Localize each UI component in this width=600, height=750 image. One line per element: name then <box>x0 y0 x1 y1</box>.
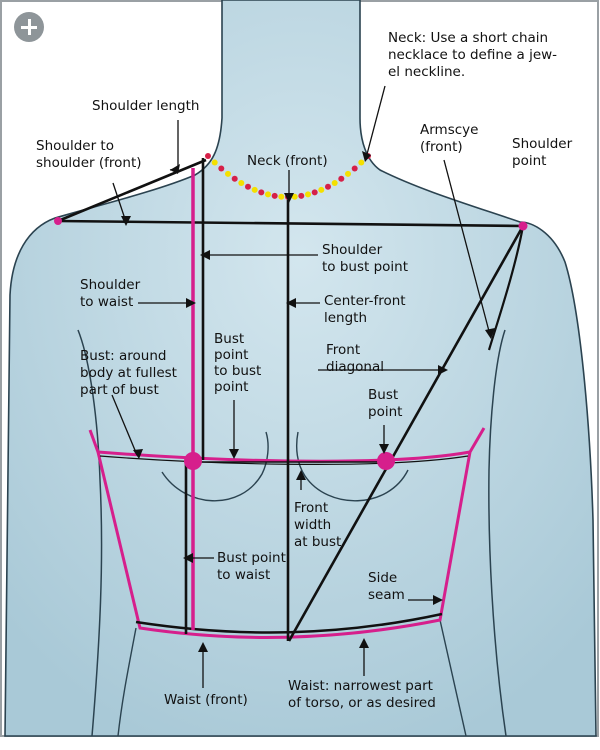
plus-circle-icon[interactable] <box>14 12 44 42</box>
left-bust-curve <box>161 431 269 502</box>
shoulder-length-label: Shoulder length <box>92 98 199 114</box>
plus-icon-vertical <box>27 19 31 35</box>
left-arm-contour <box>77 329 103 737</box>
waist-line <box>135 612 443 634</box>
necklace-bead <box>251 186 258 193</box>
necklace-bead <box>338 175 345 182</box>
right-bust-curve <box>296 431 409 502</box>
necklace-bead <box>245 183 251 190</box>
necklace-bead <box>258 189 265 196</box>
left-bust-point-marker <box>184 452 202 470</box>
necklace-bead <box>305 191 311 198</box>
left-shoulder-point-marker <box>54 217 62 225</box>
necklace-bead <box>318 186 325 193</box>
necklace-bead <box>278 193 285 200</box>
necklace-bead <box>271 192 278 199</box>
necklace-bead <box>345 170 351 177</box>
left-hip-contour <box>117 627 137 737</box>
body-silhouette <box>4 0 597 737</box>
necklace-bead <box>358 159 365 166</box>
necklace-bead <box>325 183 331 190</box>
shoulder-to-shoulder-line <box>57 219 524 228</box>
necklace-bead <box>298 192 305 199</box>
front-diagonal-line <box>287 225 525 642</box>
right-shoulder-point-marker <box>518 221 528 231</box>
right-arm-contour <box>488 329 507 737</box>
armscye-front-label: Armscye(front) <box>420 122 478 155</box>
neck-front-label: Neck (front) <box>247 153 328 169</box>
leader-lines <box>111 85 491 688</box>
necklace-bead <box>291 193 298 200</box>
necklace-bead <box>231 175 238 182</box>
necklace-bead <box>331 180 338 186</box>
necklace-bead <box>211 159 218 166</box>
necklace-bead <box>225 170 231 177</box>
arrowheads <box>121 151 495 652</box>
necklace-bead <box>265 191 271 198</box>
necklace-bead <box>205 153 211 159</box>
right-bust-point-marker <box>377 452 395 470</box>
necklace-bead <box>238 180 245 186</box>
necklace-bead <box>351 165 358 172</box>
waist-front-label: Waist (front) <box>164 692 248 708</box>
shoulder-length-line <box>57 158 207 223</box>
right-hip-contour <box>439 619 467 737</box>
necklace-bead <box>311 189 318 196</box>
armscye-line <box>487 225 525 351</box>
necklace-bead <box>218 165 225 172</box>
